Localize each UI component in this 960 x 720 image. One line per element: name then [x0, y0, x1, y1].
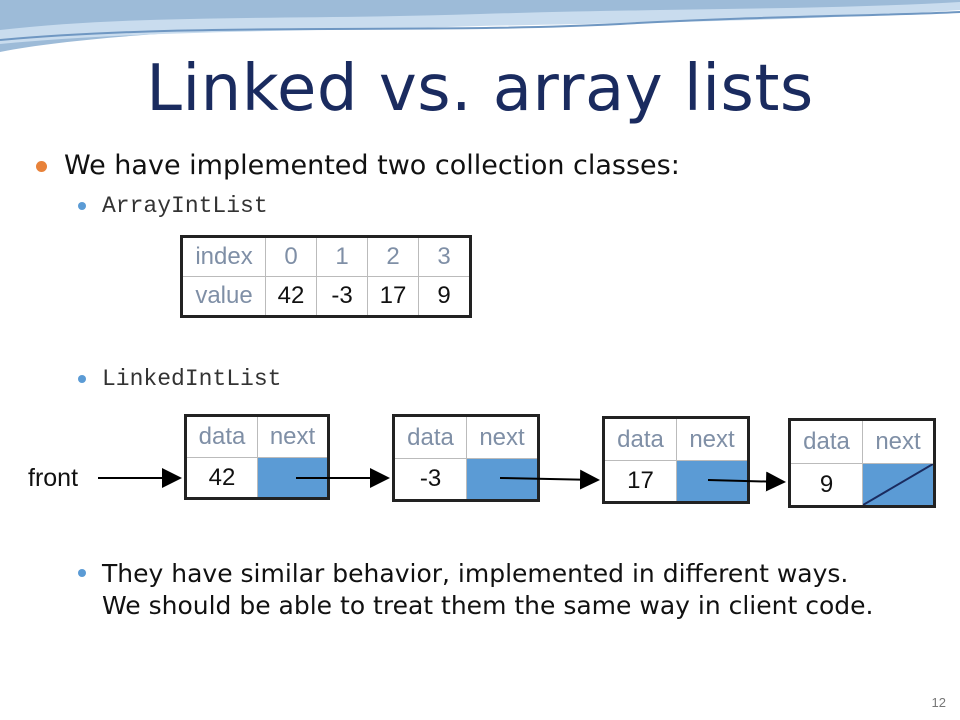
next-label: next [677, 419, 747, 461]
list-node: data next -3 [392, 414, 540, 502]
slide-title: Linked vs. array lists [146, 52, 814, 126]
data-label: data [187, 417, 258, 458]
page-number: 12 [931, 695, 946, 710]
bullet-icon [36, 161, 47, 172]
list-node: data next 9 [788, 418, 936, 508]
value-cell: -3 [316, 276, 368, 317]
next-pointer [258, 458, 327, 497]
data-label: data [395, 417, 467, 459]
next-label: next [258, 417, 327, 458]
next-pointer [467, 459, 537, 499]
next-label: next [863, 421, 933, 464]
sub-bullet-icon [78, 202, 86, 210]
array-value-row: value 42 -3 17 9 [181, 276, 471, 317]
data-label: data [791, 421, 863, 464]
array-index-row: index 0 1 2 3 [181, 236, 471, 277]
header-swoosh [0, 0, 960, 52]
next-pointer [677, 461, 747, 501]
index-cell: 3 [418, 236, 471, 277]
main-bullet-text: We have implemented two collection class… [64, 150, 680, 181]
node-value: 17 [605, 461, 677, 501]
index-cell: 1 [316, 236, 368, 277]
closing-text-line1: They have similar behavior, implemented … [102, 559, 849, 588]
linked-list-label: LinkedIntList [102, 366, 282, 392]
value-label: value [181, 276, 266, 317]
index-label: index [181, 236, 266, 277]
front-label: front [28, 464, 79, 492]
value-cell: 42 [265, 276, 317, 317]
closing-text-line2: We should be able to treat them the same… [102, 591, 874, 620]
index-cell: 0 [265, 236, 317, 277]
sub-bullet-icon [78, 569, 86, 577]
value-cell: 9 [418, 276, 471, 317]
array-list-label: ArrayIntList [102, 193, 268, 219]
array-table: index 0 1 2 3 value 42 -3 17 9 [180, 235, 472, 318]
node-value: -3 [395, 459, 467, 499]
node-value: 42 [187, 458, 258, 497]
null-slash-icon [862, 463, 934, 506]
node-value: 9 [791, 464, 863, 505]
sub-bullet-icon [78, 375, 86, 383]
null-pointer [862, 463, 934, 506]
next-label: next [467, 417, 537, 459]
list-node: data next 17 [602, 416, 750, 504]
value-cell: 17 [367, 276, 419, 317]
index-cell: 2 [367, 236, 419, 277]
data-label: data [605, 419, 677, 461]
list-node: data next 42 [184, 414, 330, 500]
